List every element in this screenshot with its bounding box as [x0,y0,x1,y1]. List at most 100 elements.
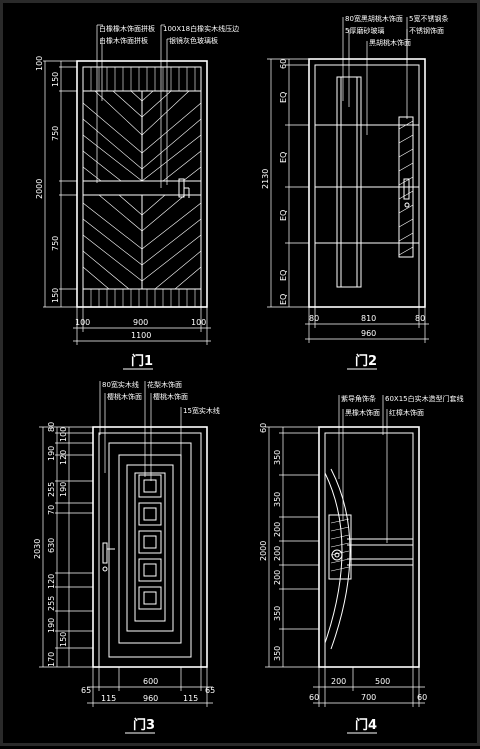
door4-dim-bottom-total: 700 [361,693,376,702]
door2-note-4: 不锈钢饰面 [409,26,444,35]
door2-dim-bottom-3: 80 [415,314,425,323]
door3-handle [102,542,115,572]
door4-note-2: 60X15白实木造型门套线 [385,394,464,403]
door2-glass-strip [336,76,362,288]
door3-note-2: 樱桃木饰面 [107,392,142,401]
door1-note-2: 白橡木饰面拼板 [99,36,148,45]
door4-note-1: 紫导角饰条 [341,394,376,403]
door3-note-4: 樱桃木饰面 [153,392,188,401]
door2-handle [397,178,410,208]
door3-dim-left-1: 80 [47,422,56,432]
door3-dim-bottom-total: 960 [143,694,158,703]
door3-dim-left-6: 190 [59,482,68,497]
door4-dim-left-5: 200 [273,546,282,561]
door4-left-dimensions [265,426,319,668]
door3-dim-left-9: 630 [47,538,56,553]
door3-elevation [39,381,213,707]
door2-dim-left-4: EQ [279,210,288,221]
door3-dim-bottom-4: 115 [183,694,198,703]
door2-note-5: 黑胡桃木饰面 [369,38,411,47]
door4-elevation [265,395,425,707]
door3-dim-bottom-1: 65 [81,686,91,695]
door1-upper-chevron-panel [82,90,202,182]
door2-dim-bottom-2: 810 [361,314,376,323]
door3-dim-bottom-3: 600 [143,677,158,686]
door3-dim-left-2: 100 [59,427,68,442]
door3-note-5: 15宽实木线 [183,406,220,415]
door4-dim-left-2: 350 [273,450,282,465]
door1-note-4: 银镜灰色玻璃板 [169,36,218,45]
door3-dim-left-13: 150 [59,632,68,647]
door1-dim-bottom-3: 100 [191,318,206,327]
door2-dim-left-5: EQ [279,270,288,281]
door4-title: 门4 [355,717,377,733]
door1-title: 门1 [131,353,153,369]
door2-bottom-dimensions [305,307,429,343]
door3-dim-left-10: 120 [47,574,56,589]
door2-note-1: 80宽黑胡桃木饰面 [345,14,403,23]
door4-bottom-dimensions [313,667,425,707]
door1-note-3: 100X18白橡实木线压边 [163,24,239,33]
door2-dim-left-6: EQ [279,294,288,305]
door4-curved-panel [324,468,352,650]
door1-top-band [83,67,201,92]
door4-dim-left-6: 200 [273,570,282,585]
door4-dim-left-7: 350 [273,606,282,621]
door4-dim-left-1: 60 [259,423,268,433]
door1-bottom-dimensions [73,307,211,345]
door4-dim-bottom-2: 500 [375,677,390,686]
door1-dim-bottom-2: 900 [133,318,148,327]
door2-left-dimensions [267,58,309,308]
door3-dim-left-11: 255 [47,596,56,611]
door4-dim-bottom-1: 200 [331,677,346,686]
door1-dim-left-4: 2000 [35,179,44,199]
door3-dim-bottom-2: 115 [101,694,116,703]
door3-dim-left-3: 190 [47,446,56,461]
door1-middle-rail [82,180,202,196]
door4-dim-bottom-5: 60 [417,693,427,702]
door4-dim-left-4: 200 [273,522,282,537]
door-elevations-drawing: 白橡橡木饰面拼板 白橡木饰面拼板 100X18白橡实木线压边 银镜灰色玻璃板 1… [33,14,464,734]
door3-dim-left-12: 190 [47,618,56,633]
door2-note-3: 5厚磨砂玻璃 [345,26,384,35]
door1-note-1: 白橡橡木饰面拼板 [99,24,155,33]
door1-dim-left-3: 750 [51,126,60,141]
door3-note-1: 80宽实木线 [102,380,139,389]
door3-left-dimensions [39,426,93,668]
door4-note-4: 红樟木饰面 [389,408,424,417]
door1-left-dimensions [43,60,77,308]
door2-dim-left-3: EQ [279,152,288,163]
door3-bottom-dimensions [87,667,213,707]
door1-elevation [43,24,211,345]
door2-dim-bottom-total: 960 [361,329,376,338]
door3-dim-bottom-5: 65 [205,686,215,695]
door2-note-2: 5宽不锈钢条 [409,14,448,23]
door2-dim-left-1: 60 [279,59,288,69]
door2-dim-left-2: EQ [279,92,288,103]
door1-dim-left-2: 150 [51,72,60,87]
door4-dim-bottom-3: 60 [309,693,319,702]
door2-title: 门2 [355,353,377,369]
door1-handle [178,178,190,198]
door1-bottom-band [83,288,201,307]
door3-dim-left-total: 2030 [33,539,42,559]
door1-dim-left-5: 750 [51,236,60,251]
door2-dim-left-total: 2130 [261,169,270,189]
door1-dim-left-6: 150 [51,288,60,303]
door1-lower-chevron-panel [82,194,202,290]
door3-dim-left-7: 70 [47,505,56,515]
door1-dim-bottom-total: 1100 [131,331,151,340]
door3-dim-left-4: 120 [59,450,68,465]
door2-dim-bottom-1: 80 [309,314,319,323]
door2-elevation [267,17,429,343]
door3-note-3: 花梨木饰面 [147,380,182,389]
door3-dim-left-14: 170 [47,652,56,667]
door4-dim-left-8: 350 [273,646,282,661]
door4-dim-left-3: 350 [273,492,282,507]
door1-dim-bottom-1: 100 [75,318,90,327]
door3-ornament-column [134,472,166,622]
door1-dim-left-1: 100 [35,56,44,71]
door4-dim-left-total: 2000 [259,541,268,561]
door3-title: 门3 [133,717,155,733]
